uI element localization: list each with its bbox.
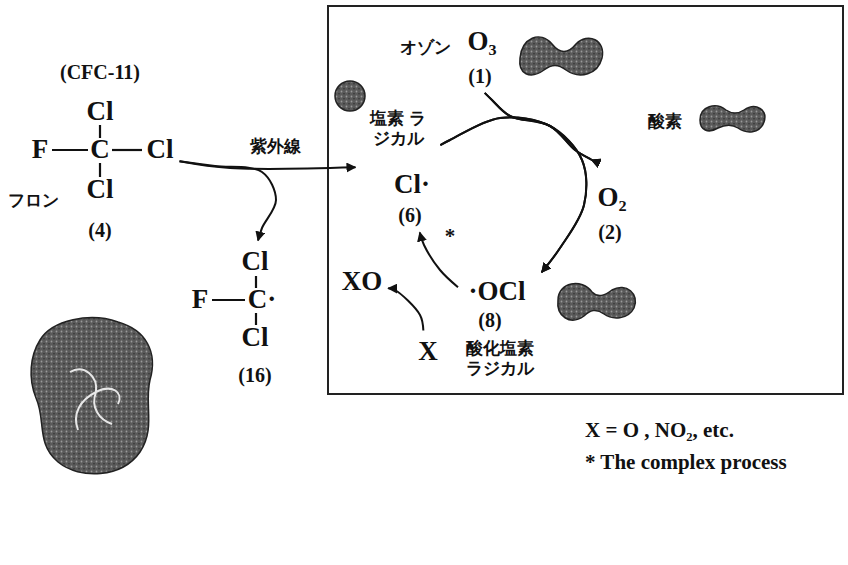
product-species: XO <box>338 262 387 301</box>
japanese-label: 塩素 ラジカル <box>361 108 434 149</box>
formula-text: Cl <box>147 134 174 165</box>
bond-lines <box>52 125 256 325</box>
formula-text: C <box>90 134 110 165</box>
reaction-arrow <box>388 288 423 330</box>
cfc-molecule: (CFC-11)ClFCClCl(4) <box>28 57 178 246</box>
formula-text: X <box>418 336 438 367</box>
formula-text: Cl· <box>394 169 430 200</box>
compound-number: (2) <box>598 220 621 243</box>
formula-text: Cl <box>242 322 269 353</box>
formula-text: O₂ <box>597 182 626 213</box>
formula-text: ·OCl <box>468 276 525 307</box>
compound-number: (16) <box>238 363 271 386</box>
formula-text: Cl <box>87 96 114 127</box>
oxygen-species: 酸素 O₂ (2) <box>593 108 686 247</box>
reaction-arrow <box>440 117 592 160</box>
chlorine-radical: 塩素 ラジカル Cl· (6) <box>357 104 438 231</box>
footnote: X = O , NO₂, etc. <box>585 418 734 443</box>
formula-text: O₃ <box>467 26 496 57</box>
cfc-radical: ClFC·Cl(16) <box>188 242 281 390</box>
compound-number: (1) <box>468 64 491 87</box>
formula-text: Cl <box>242 246 269 277</box>
reaction-arrow <box>485 93 587 272</box>
japanese-label: 酸素 <box>648 112 682 132</box>
chlorine-oxide-radical: ·OCl(8) 酸化塩素 ラジカル <box>459 272 540 382</box>
formula-text: Cl <box>87 174 114 205</box>
reaction-arrow <box>485 93 592 160</box>
reactant-species: X <box>414 332 442 371</box>
compound-number: (8) <box>478 308 501 331</box>
frame-box <box>328 6 843 394</box>
formula-text: XO <box>342 266 383 297</box>
compound-number: (6) <box>398 204 421 227</box>
compound-label: フロン <box>8 189 59 212</box>
reaction-arrow <box>179 161 276 240</box>
footnote: * The complex process <box>585 450 787 475</box>
japanese-label: オゾン <box>400 38 451 58</box>
ozone-species: オゾン O₃ (1) <box>396 22 501 91</box>
molecule-models <box>31 37 765 474</box>
formula-text: F <box>192 284 209 315</box>
formula-text: C· <box>248 284 277 315</box>
edge-label: 紫外線 <box>248 135 303 158</box>
japanese-label: 酸化塩素 ラジカル <box>463 338 536 379</box>
formula-text: F <box>32 134 49 165</box>
compound-number: (4) <box>88 219 111 242</box>
compound-number: (CFC-11) <box>60 61 140 84</box>
molecule-highlight <box>70 369 120 430</box>
edge-label: * <box>443 224 458 249</box>
